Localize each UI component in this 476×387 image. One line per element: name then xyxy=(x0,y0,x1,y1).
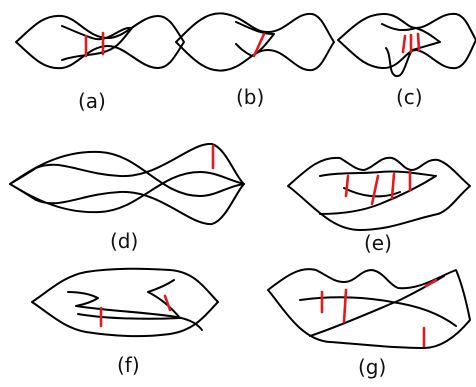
chord-c-1 xyxy=(401,34,407,54)
front-diagram-e xyxy=(287,156,471,231)
chord-g-3 xyxy=(424,278,438,288)
panel-a: (a) xyxy=(15,14,185,113)
chord-e-2 xyxy=(370,174,380,206)
chord-g-2 xyxy=(342,288,348,324)
chord-e-3 xyxy=(390,172,396,200)
panel-g: (g) xyxy=(267,268,471,379)
panel-label-d: (d) xyxy=(110,229,138,253)
chord-f-2 xyxy=(163,294,172,312)
panel-label-f: (f) xyxy=(117,353,140,377)
front-diagram-c xyxy=(337,12,476,78)
front-diagram-b xyxy=(175,12,335,72)
panel-label-c: (c) xyxy=(396,85,423,109)
front-diagram-g xyxy=(267,268,471,349)
front-diagram-a xyxy=(15,14,185,70)
panel-label-g: (g) xyxy=(358,355,386,379)
panel-f: (f) xyxy=(31,267,219,377)
panel-label-b: (b) xyxy=(236,85,264,109)
panel-label-e: (e) xyxy=(364,231,392,255)
chord-c-3 xyxy=(416,32,421,52)
panel-label-a: (a) xyxy=(78,89,106,113)
chord-e-1 xyxy=(344,174,350,198)
chord-b-1 xyxy=(252,32,266,58)
panel-d: (d) xyxy=(9,142,245,253)
panel-e: (e) xyxy=(287,156,471,255)
panel-c: (c) xyxy=(337,12,476,109)
front-diagram-f xyxy=(31,267,219,338)
panel-b: (b) xyxy=(175,12,335,109)
front-diagram-d xyxy=(9,142,245,226)
